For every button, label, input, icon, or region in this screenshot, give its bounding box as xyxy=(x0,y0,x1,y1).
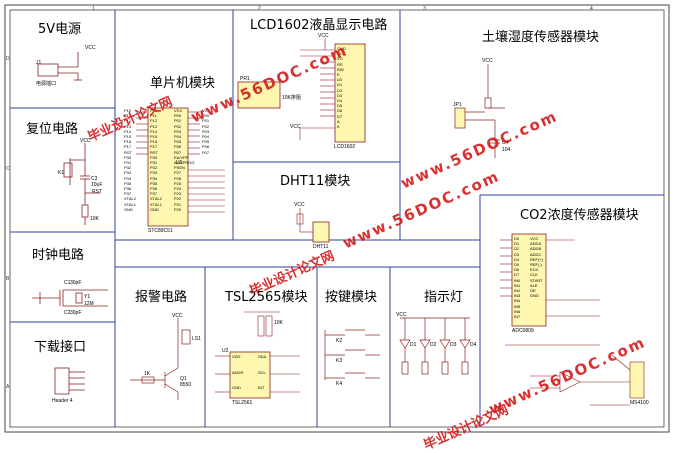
led-d3-label: D3 xyxy=(450,342,457,348)
r10k-tsl-label: 10K xyxy=(274,320,283,326)
s8550-label: 8550 xyxy=(180,382,192,388)
title-tsl: TSL2565模块 xyxy=(225,290,308,305)
border-row-a: A xyxy=(6,384,10,390)
jp1-label: JP1 xyxy=(453,102,462,108)
q1-label: Q1 xyxy=(180,376,187,382)
vcc-label-dht: VCC xyxy=(294,202,305,208)
pot-label: 10K排阻 xyxy=(282,95,301,101)
region-dividers xyxy=(10,10,664,427)
border-col-3: 3 xyxy=(423,6,426,12)
key-k4-label: K4 xyxy=(336,381,343,387)
title-keys: 按键模块 xyxy=(325,290,378,305)
mcu-name: STC89C51 xyxy=(148,228,173,234)
vcc-label-power: VCC xyxy=(85,45,96,51)
r1k-alarm-label: 1K xyxy=(144,371,151,377)
title-reset: 复位电路 xyxy=(26,122,79,137)
tsl-left-pins: VDD ADDR GND xyxy=(232,354,244,391)
pr1-label: PR1 xyxy=(240,76,250,82)
tsl-name: TSL2561 xyxy=(232,400,253,406)
r10k-reset-label: 10K xyxy=(90,216,99,222)
vcc-label-reset: VCC xyxy=(80,138,91,144)
rst-label: RST xyxy=(92,189,102,195)
ls1-label: LS1 xyxy=(192,336,201,342)
cap30p-1-label: 30pF xyxy=(70,280,82,286)
title-download: 下载接口 xyxy=(34,340,87,355)
lcd-name: LCD1602 xyxy=(334,144,356,150)
u1-label: U1 xyxy=(176,160,183,166)
schematic-sheet xyxy=(4,4,670,433)
j1-label: J1 xyxy=(36,60,42,66)
c4-val: 104 xyxy=(502,147,511,153)
led-d4-label: D4 xyxy=(470,342,477,348)
c4-label: C4 xyxy=(502,140,509,146)
title-dht: DHT11模块 xyxy=(280,174,351,189)
header4-label: Header 4 xyxy=(52,398,73,404)
title-lcd: LCD1602液晶显示电路 xyxy=(250,18,388,33)
c3-label: C3 xyxy=(91,176,98,182)
border-row-b: B xyxy=(6,276,10,282)
cap30p-2-label: 30pF xyxy=(70,310,82,316)
y1-label: Y1 xyxy=(84,294,91,300)
border-row-c: C xyxy=(6,166,10,172)
border-col-2: 2 xyxy=(258,6,261,12)
title-clock: 时钟电路 xyxy=(32,248,85,263)
led-d2-label: D2 xyxy=(430,342,437,348)
border-row-d: D xyxy=(6,56,10,62)
adc-name: ADC0809 xyxy=(512,328,534,334)
ms4100-label: MS4100 xyxy=(630,400,649,406)
k1-label: K1 xyxy=(58,170,65,176)
vcc-label-soil: VCC xyxy=(482,58,493,64)
key-k2-label: K2 xyxy=(336,338,343,344)
border-col-4: 4 xyxy=(590,6,593,12)
title-power: 5V电源 xyxy=(38,22,82,37)
tsl-right-pins: SDA SCL INT xyxy=(258,354,267,391)
u2-label: U2 xyxy=(222,348,229,354)
vcc-label-lcd-top: VCC xyxy=(318,33,329,39)
title-co2: CO2浓度传感器模块 xyxy=(520,208,639,223)
c1-label: C1 xyxy=(64,280,71,286)
title-leds: 指示灯 xyxy=(424,290,464,305)
title-alarm: 报警电路 xyxy=(135,290,188,305)
c2-label: C2 xyxy=(64,310,71,316)
vcc-label-alarm: VCC xyxy=(172,313,183,319)
led-d1-label: D1 xyxy=(410,342,417,348)
xtal-label: 12M xyxy=(84,301,94,307)
border-col-1: 1 xyxy=(92,6,95,12)
vcc-label-led: VCC xyxy=(396,312,407,318)
key-k3-label: K3 xyxy=(336,358,343,364)
vcc-label-lcd: VCC xyxy=(290,124,301,130)
title-mcu: 单片机模块 xyxy=(150,76,216,91)
cap10u-label: 10uF xyxy=(91,182,103,188)
power-jack-label: 电源插口 xyxy=(36,81,57,87)
title-soil: 土壤湿度传感器模块 xyxy=(482,30,600,45)
dht-name: DHT11 xyxy=(313,244,329,250)
